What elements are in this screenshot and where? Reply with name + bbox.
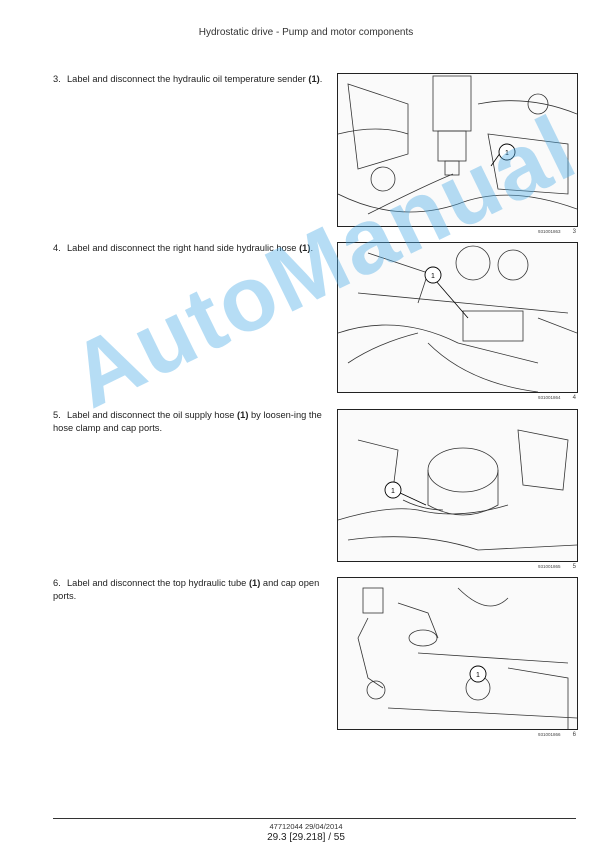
footer-divider bbox=[53, 818, 576, 819]
step-text: Label and disconnect the top hydraulic t… bbox=[67, 578, 249, 588]
figure-number: 4 bbox=[572, 395, 576, 401]
footer-doc-date: 47712044 29/04/2014 bbox=[269, 822, 343, 831]
figure-3-caption: 931001863 3 bbox=[538, 229, 576, 235]
step-number: 6. bbox=[53, 578, 61, 588]
figure-5-image: 1 bbox=[337, 409, 578, 562]
figure-5-caption: 931001865 5 bbox=[538, 564, 576, 570]
figure-3-image: 1 bbox=[337, 73, 578, 227]
page-header: Hydrostatic drive - Pump and motor compo… bbox=[198, 27, 414, 38]
footer-page-ref: 29.3 [29.218] / 55 bbox=[267, 832, 345, 843]
step-text: Label and disconnect the hydraulic oil t… bbox=[67, 74, 309, 84]
figure-4-image: 1 bbox=[337, 242, 578, 393]
step-callout-ref: (1) bbox=[299, 243, 311, 253]
figure-number: 3 bbox=[572, 229, 576, 235]
figure-5-drawing: 1 bbox=[338, 429, 577, 551]
step-3: 3. Label and disconnect the hydraulic oil… bbox=[53, 73, 323, 86]
figure-number: 6 bbox=[572, 732, 576, 738]
step-number: 3. bbox=[53, 74, 61, 84]
step-5: 5. Label and disconnect the oil supply ho… bbox=[53, 409, 323, 435]
figure-4-caption: 931001864 4 bbox=[538, 395, 576, 401]
figure-3-drawing: 1 bbox=[338, 75, 577, 215]
step-text-end: and cap open ports. bbox=[53, 578, 320, 601]
step-text: Label and disconnect the right hand side… bbox=[67, 243, 300, 253]
step-text-end: . bbox=[319, 74, 323, 84]
step-number: 5. bbox=[53, 410, 61, 420]
step-text-end: by loosen-ing the hose clamp and cap por… bbox=[53, 410, 322, 433]
figure-6-caption: 931001866 6 bbox=[538, 732, 576, 738]
step-callout-ref: (1) bbox=[237, 410, 249, 420]
step-4: 4. Label and disconnect the right hand si… bbox=[53, 242, 323, 255]
step-text: Label and disconnect the oil supply hose bbox=[67, 410, 238, 420]
figure-callout-label: 1 bbox=[431, 273, 435, 280]
figure-code: 931001863 bbox=[538, 229, 561, 234]
figure-code: 931001864 bbox=[538, 395, 561, 400]
step-callout-ref: (1) bbox=[248, 578, 261, 588]
step-number: 4. bbox=[53, 243, 61, 253]
figure-callout-label: 1 bbox=[476, 672, 480, 679]
figure-code: 931001865 bbox=[538, 564, 561, 569]
step-text-end: . bbox=[310, 243, 314, 253]
figure-6-drawing: 1 bbox=[357, 587, 577, 729]
figure-number: 5 bbox=[572, 564, 576, 570]
step-6: 6. Label and disconnect the top hydraulic… bbox=[53, 577, 323, 603]
figure-callout-label: 1 bbox=[391, 488, 395, 495]
figure-code: 931001866 bbox=[538, 732, 561, 737]
figure-4-drawing: 1 bbox=[338, 245, 577, 392]
figure-callout-label: 1 bbox=[505, 150, 509, 157]
figure-6-image: 1 bbox=[337, 577, 578, 730]
step-callout-ref: (1) bbox=[308, 74, 320, 84]
